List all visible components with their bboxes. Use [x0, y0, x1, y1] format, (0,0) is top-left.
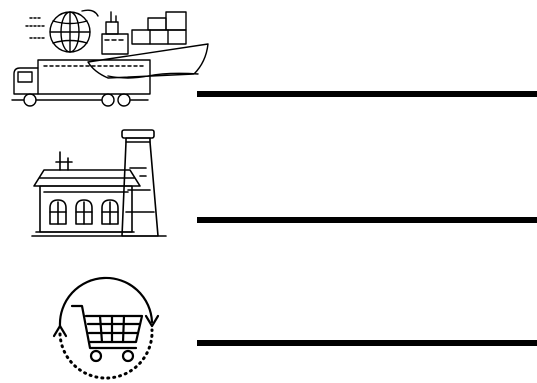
row-line-2: [197, 217, 537, 223]
factory-icon: [30, 128, 170, 243]
shipping-logistics-icon: [8, 4, 213, 112]
row-line-1: [197, 91, 537, 97]
row-line-3: [197, 340, 537, 346]
shopping-cart-cycle-icon: [48, 276, 164, 382]
